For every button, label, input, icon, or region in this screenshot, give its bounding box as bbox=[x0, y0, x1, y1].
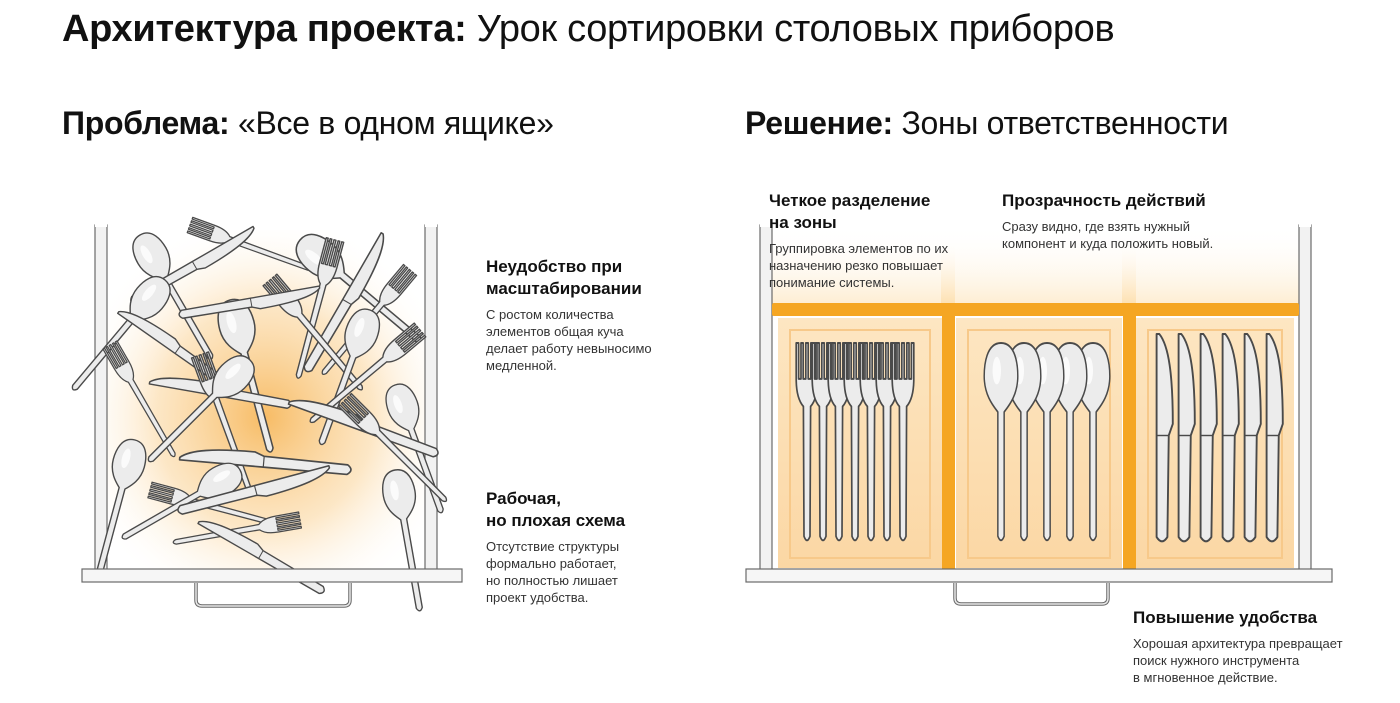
note-body: Группировка элементов по их назначению р… bbox=[769, 241, 949, 290]
note-zones: Четкое разделение на зоны Группировка эл… bbox=[769, 190, 999, 291]
note-body: Хорошая архитектура превращает поиск нуж… bbox=[1133, 636, 1343, 685]
note-convenience: Повышение удобства Хорошая архитектура п… bbox=[1133, 607, 1383, 686]
note-body: Отсутствие структуры формально работает,… bbox=[486, 539, 620, 605]
note-heading: Неудобство при масштабировании bbox=[486, 257, 642, 298]
main-title: Архитектура проекта: Урок сортировки сто… bbox=[62, 8, 1115, 50]
note-heading: Повышение удобства bbox=[1133, 608, 1318, 627]
messy-drawer bbox=[60, 215, 463, 615]
note-transparency: Прозрачность действий Сразу видно, где в… bbox=[1002, 190, 1262, 252]
note-heading: Прозрачность действий bbox=[1002, 191, 1206, 210]
note-bad-scheme: Рабочая, но плохая схема Отсутствие стру… bbox=[486, 488, 706, 606]
solution-title: Решение: Зоны ответственности bbox=[745, 105, 1229, 141]
organized-drawer bbox=[745, 215, 1333, 606]
note-body: С ростом количества элементов общая куча… bbox=[486, 307, 652, 373]
problem-title: Проблема: «Все в одном ящике» bbox=[62, 105, 554, 141]
note-heading: Рабочая, но плохая схема bbox=[486, 489, 626, 530]
note-heading: Четкое разделение на зоны bbox=[769, 191, 931, 232]
note-scalability: Неудобство при масштабировании С ростом … bbox=[486, 256, 706, 374]
note-body: Сразу видно, где взять нужный компонент … bbox=[1002, 219, 1214, 251]
